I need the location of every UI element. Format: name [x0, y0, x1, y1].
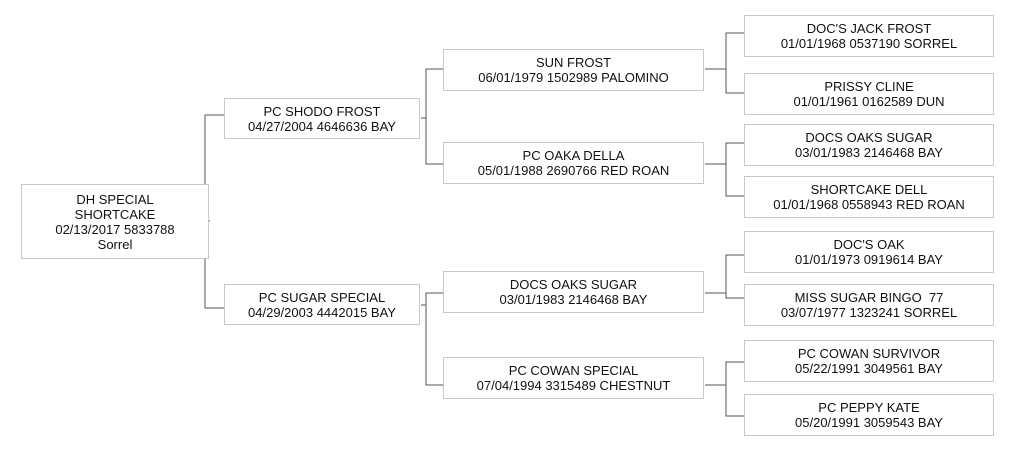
subject-name-line-2: SHORTCAKE [74, 206, 156, 222]
connector-sire-sire [705, 32, 744, 94]
sire-detail: 04/27/2004 4646636 BAY [248, 118, 396, 134]
sire-dam-detail: 05/01/1988 2690766 RED ROAN [477, 163, 670, 178]
sire-dam-dam-name: SHORTCAKE DELL [810, 182, 928, 197]
subject-name-line-1: DH SPECIAL [76, 191, 154, 207]
dam-dam-dam-detail: 05/20/1991 3059543 BAY [795, 415, 943, 430]
dam-sire-sire-box[interactable]: DOC'S OAK 01/01/1973 0919614 BAY [744, 231, 994, 273]
sire-sire-sire-detail: 01/01/1968 0537190 SORREL [780, 36, 958, 51]
dam-dam-name: PC COWAN SPECIAL [508, 363, 639, 378]
dam-dam-dam-box[interactable]: PC PEPPY KATE 05/20/1991 3059543 BAY [744, 394, 994, 436]
dam-dam-sire-name: PC COWAN SURVIVOR [797, 346, 941, 361]
sire-dam-name: PC OAKA DELLA [522, 148, 625, 163]
dam-sire-sire-detail: 01/01/1973 0919614 BAY [795, 252, 943, 267]
sire-dam-sire-name: DOCS OAKS SUGAR [805, 130, 933, 145]
dam-sire-dam-detail: 03/07/1977 1323241 SORREL [780, 305, 958, 320]
sire-dam-box[interactable]: PC OAKA DELLA 05/01/1988 2690766 RED ROA… [443, 142, 704, 184]
sire-dam-sire-box[interactable]: DOCS OAKS SUGAR 03/01/1983 2146468 BAY [744, 124, 994, 166]
dam-sire-dam-name: MISS SUGAR BINGO 77 [794, 290, 944, 305]
dam-dam-dam-name: PC PEPPY KATE [818, 400, 920, 415]
dam-sire-detail: 03/01/1983 2146468 BAY [499, 292, 648, 307]
subject-detail: 02/13/2017 5833788 [55, 221, 175, 237]
dam-dam-sire-box[interactable]: PC COWAN SURVIVOR 05/22/1991 3049561 BAY [744, 340, 994, 382]
sire-sire-dam-box[interactable]: PRISSY CLINE 01/01/1961 0162589 DUN [744, 73, 994, 115]
dam-sire-box[interactable]: DOCS OAKS SUGAR 03/01/1983 2146468 BAY [443, 271, 704, 313]
sire-sire-sire-box[interactable]: DOC'S JACK FROST 01/01/1968 0537190 SORR… [744, 15, 994, 57]
dam-name: PC SUGAR SPECIAL [258, 289, 386, 305]
dam-dam-sire-detail: 05/22/1991 3049561 BAY [795, 361, 943, 376]
connector-sire-dam [705, 142, 744, 197]
connector-sire [421, 68, 443, 165]
dam-sire-dam-box[interactable]: MISS SUGAR BINGO 77 03/07/1977 1323241 S… [744, 284, 994, 326]
sire-dam-dam-box[interactable]: SHORTCAKE DELL 01/01/1968 0558943 RED RO… [744, 176, 994, 218]
subject-color: Sorrel [97, 236, 133, 252]
connector-dam-sire [705, 254, 744, 299]
sire-sire-detail: 06/01/1979 1502989 PALOMINO [478, 70, 669, 85]
sire-dam-sire-detail: 03/01/1983 2146468 BAY [795, 145, 943, 160]
dam-box[interactable]: PC SUGAR SPECIAL 04/29/2003 4442015 BAY [224, 284, 420, 325]
sire-name: PC SHODO FROST [263, 103, 381, 119]
connector-dam-dam [705, 361, 744, 417]
sire-dam-dam-detail: 01/01/1968 0558943 RED ROAN [773, 197, 965, 212]
connector-dam [421, 292, 443, 386]
sire-sire-sire-name: DOC'S JACK FROST [806, 21, 932, 36]
dam-dam-box[interactable]: PC COWAN SPECIAL 07/04/1994 3315489 CHES… [443, 357, 704, 399]
dam-sire-name: DOCS OAKS SUGAR [509, 277, 638, 292]
sire-box[interactable]: PC SHODO FROST 04/27/2004 4646636 BAY [224, 98, 420, 139]
sire-sire-box[interactable]: SUN FROST 06/01/1979 1502989 PALOMINO [443, 49, 704, 91]
dam-sire-sire-name: DOC'S OAK [833, 237, 905, 252]
sire-sire-name: SUN FROST [535, 55, 612, 70]
sire-sire-dam-detail: 01/01/1961 0162589 DUN [793, 94, 945, 109]
subject-horse-box[interactable]: DH SPECIAL SHORTCAKE 02/13/2017 5833788 … [21, 184, 209, 259]
dam-dam-detail: 07/04/1994 3315489 CHESTNUT [476, 378, 671, 393]
sire-sire-dam-name: PRISSY CLINE [824, 79, 914, 94]
dam-detail: 04/29/2003 4442015 BAY [248, 304, 396, 320]
